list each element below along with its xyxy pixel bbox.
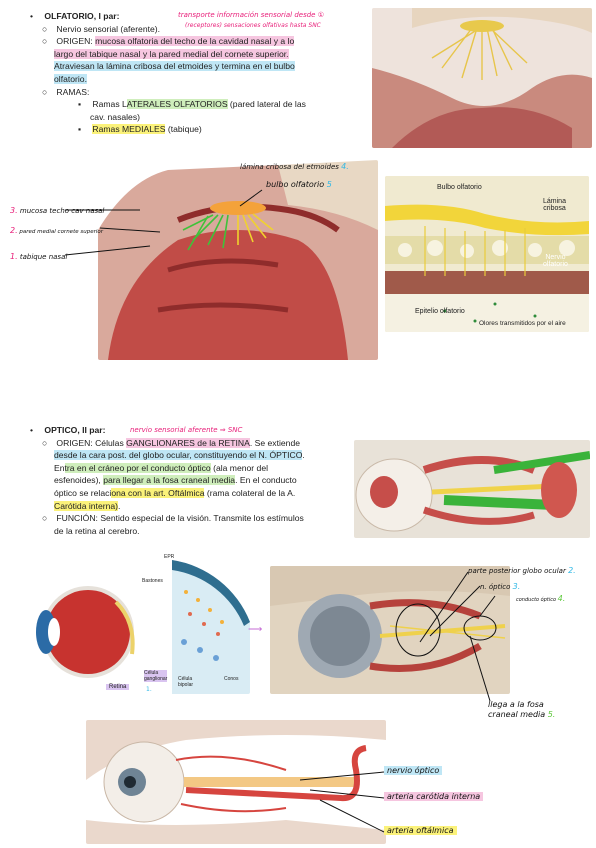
opt-label-lines xyxy=(419,571,496,702)
label-tabique: 1. tabique nasal xyxy=(10,252,68,261)
ophthalmic-artery-image xyxy=(86,720,386,844)
detail-label-olores: Olores transmitidos por el aire xyxy=(479,320,566,327)
optic-nerve-orbit-image xyxy=(270,566,510,694)
olfatorio-note-1: transporte información sensorial desde ① xyxy=(178,11,324,19)
eye-orbit-image xyxy=(354,440,590,538)
optico-section: • OPTICO, II par: ○ ORIGEN: Células GANG… xyxy=(30,425,305,536)
arrow-icon: ⟶ xyxy=(248,624,263,635)
olfatorio-origen-2: largo del tabique nasal y la pared media… xyxy=(54,48,289,59)
label-nervio-optico: nervio óptico xyxy=(384,766,443,775)
detail-label-epitelio: Epitelio olfatorio xyxy=(415,308,465,315)
label-bulbo-olfatorio: bulbo olfatorio 5 xyxy=(266,180,332,189)
nasal-cavity-image xyxy=(372,8,592,148)
rama-laterales: ATERALES OLFATORIOS xyxy=(126,99,228,110)
bottom-label-lines xyxy=(300,771,385,833)
olfatorio-origen-4: olfatorio. xyxy=(54,73,87,84)
olfatorio-ramas-label: RAMAS: xyxy=(56,86,90,97)
label-lamina-cribosa: lámina cribosa del etmoides 4. xyxy=(240,162,349,171)
label-epr: EPR xyxy=(164,554,175,560)
label-n-optico: n. óptico 3. xyxy=(480,582,521,591)
label-mucosa: 3. mucosa techo cav nasal xyxy=(10,206,105,215)
rama-mediales: Ramas MEDIALES xyxy=(92,124,166,135)
olf-label-lines xyxy=(64,189,263,256)
optico-title: OPTICO, II par: xyxy=(44,425,106,435)
olfactory-head-image xyxy=(98,160,378,360)
olfatorio-origen-3: Atraviesan la lámina cribosa del etmoide… xyxy=(54,61,295,72)
olfatorio-origen-label: ORIGEN: xyxy=(56,36,93,47)
label-pared-medial: 2. pared medial cornete superior xyxy=(10,226,103,235)
olfatorio-title-line: • OLFATORIO, I par: xyxy=(30,11,120,21)
label-conos: Conos xyxy=(224,676,239,682)
gang-num: 1. xyxy=(146,686,152,693)
olfatorio-title: OLFATORIO, I par: xyxy=(44,11,120,21)
retina-label: Retina xyxy=(106,684,130,690)
label-parte-posterior: parte posterior globo ocular 2. xyxy=(468,566,576,575)
label-arteria-oftalmica: arteria oftálmica xyxy=(384,826,457,835)
olfatorio-origen-1: mucosa olfatoria del techo de la cavidad… xyxy=(95,36,295,47)
optico-note: nervio sensorial aferente ⇒ SNC xyxy=(130,426,243,434)
eye-retina-image: Retina xyxy=(26,572,140,698)
olfatorio-section: • OLFATORIO, I par: ○ Nervio sensorial (… xyxy=(30,10,350,136)
optico-ganglionares: GANGLIONARES de la RETINA xyxy=(126,437,250,448)
olfatorio-note-2: (receptores) sensaciones olfativas hasta… xyxy=(185,22,321,29)
detail-label-bulbo: Bulbo olfatorio xyxy=(437,184,482,191)
olfatorio-sensorial: Nervio sensorial (aferente). xyxy=(56,23,161,34)
label-conducto-optico: conducto óptico 4. xyxy=(516,594,566,603)
label-carotida-interna: arteria carótida interna xyxy=(384,792,484,801)
label-bastones: Bastones xyxy=(142,578,163,584)
